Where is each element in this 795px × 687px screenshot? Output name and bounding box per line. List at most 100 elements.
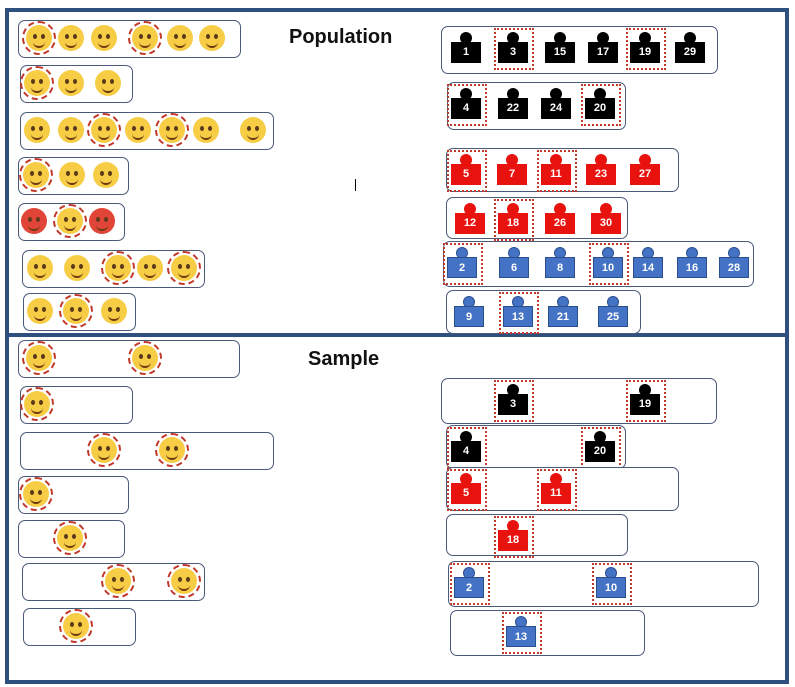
- population-person-icon: 3: [498, 32, 528, 64]
- selection-marker: [592, 563, 632, 605]
- population-person-icon: 15: [545, 32, 575, 64]
- emoji-mouth: [70, 629, 82, 636]
- population-person-icon: 26: [545, 203, 575, 235]
- emoji-mouth: [64, 541, 76, 548]
- selection-marker: [581, 84, 621, 126]
- person-number: 19: [630, 42, 660, 63]
- emoji-eye: [116, 307, 120, 312]
- person-head-icon: [507, 32, 519, 44]
- emoji-face-icon: [240, 117, 266, 143]
- population-person-icon: 19: [630, 32, 660, 64]
- person-head-icon: [597, 32, 609, 44]
- emoji-eye: [72, 217, 76, 222]
- emoji-eye: [65, 34, 69, 39]
- emoji-face-icon: [167, 25, 193, 51]
- emoji-eye: [140, 126, 144, 131]
- emoji-eye: [31, 400, 35, 405]
- emoji-mouth: [139, 361, 151, 368]
- emoji-eye: [30, 490, 34, 495]
- emoji-mouth: [200, 133, 212, 140]
- emoji-mouth: [247, 133, 259, 140]
- sample-person-icon: 2: [454, 567, 484, 599]
- emoji-face-icon: [59, 294, 93, 328]
- population-person-icon: 10: [593, 247, 623, 279]
- person-head-icon: [507, 384, 519, 396]
- emoji-face-icon: [128, 21, 162, 55]
- sample-emoji-face-icon: [19, 477, 53, 511]
- sample-emoji-face-icon: [128, 341, 162, 375]
- emoji-eye: [186, 264, 190, 269]
- emoji-mouth: [166, 453, 178, 460]
- population-person-icon: 17: [588, 32, 618, 64]
- population-person-icon: 24: [541, 88, 571, 120]
- population-person-icon: 28: [719, 247, 749, 279]
- emoji-mouth: [33, 41, 45, 48]
- person-number: 12: [455, 213, 485, 234]
- person-number: 7: [497, 164, 527, 185]
- person-number: 1: [451, 42, 481, 63]
- emoji-eye: [120, 264, 124, 269]
- emoji-eye: [98, 446, 102, 451]
- person-head-icon: [554, 32, 566, 44]
- emoji-face-icon: [21, 208, 47, 234]
- person-number: 4: [451, 441, 481, 462]
- emoji-eye: [39, 79, 43, 84]
- emoji-face-icon: [58, 70, 84, 96]
- sample-people-group-box: [450, 610, 645, 656]
- emoji-mouth: [33, 361, 45, 368]
- emoji-eye: [102, 79, 106, 84]
- emoji-eye: [33, 354, 37, 359]
- population-person-icon: 4: [451, 88, 481, 120]
- person-number: 28: [719, 257, 749, 278]
- selection-marker: [537, 150, 577, 192]
- emoji-eye: [108, 307, 112, 312]
- emoji-face-icon: [89, 208, 115, 234]
- population-person-icon: 25: [598, 296, 628, 328]
- outer-frame: [5, 8, 789, 684]
- emoji-eye: [74, 171, 78, 176]
- emoji-eye: [106, 126, 110, 131]
- selection-marker: [589, 243, 629, 285]
- emoji-mouth: [70, 314, 82, 321]
- person-number: 26: [545, 213, 575, 234]
- sample-person-icon: 10: [596, 567, 626, 599]
- emoji-face-icon: [87, 113, 121, 147]
- person-number: 16: [677, 257, 707, 278]
- emoji-face-icon: [59, 162, 85, 188]
- emoji-eye: [98, 126, 102, 131]
- population-person-icon: 20: [585, 88, 615, 120]
- emoji-eye: [166, 126, 170, 131]
- person-number: 6: [499, 257, 529, 278]
- population-person-icon: 27: [630, 154, 660, 186]
- emoji-eye: [34, 264, 38, 269]
- sample-emoji-face-icon: [59, 609, 93, 643]
- person-number: 29: [675, 42, 705, 63]
- emoji-eye: [120, 577, 124, 582]
- person-head-icon: [460, 32, 472, 44]
- emoji-face-icon: [27, 255, 53, 281]
- population-person-icon: 16: [677, 247, 707, 279]
- person-number: 4: [451, 98, 481, 119]
- selection-marker: [537, 469, 577, 511]
- emoji-eye: [78, 622, 82, 627]
- emoji-mouth: [144, 271, 156, 278]
- emoji-mouth: [34, 271, 46, 278]
- person-head-icon: [684, 32, 696, 44]
- emoji-mouth: [178, 584, 190, 591]
- selection-marker: [494, 28, 534, 70]
- person-head-icon: [460, 154, 472, 166]
- emoji-face-icon: [137, 255, 163, 281]
- person-head-icon: [639, 384, 651, 396]
- emoji-eye: [73, 126, 77, 131]
- sample-emoji-face-icon: [155, 433, 189, 467]
- emoji-eye: [70, 622, 74, 627]
- population-person-icon: 22: [498, 88, 528, 120]
- emoji-mouth: [31, 86, 43, 93]
- person-number: 10: [596, 577, 626, 598]
- emoji-eye: [39, 126, 43, 131]
- person-number: 24: [541, 98, 571, 119]
- person-head-icon: [639, 32, 651, 44]
- emoji-eye: [31, 79, 35, 84]
- emoji-mouth: [206, 41, 218, 48]
- selection-marker: [502, 612, 542, 654]
